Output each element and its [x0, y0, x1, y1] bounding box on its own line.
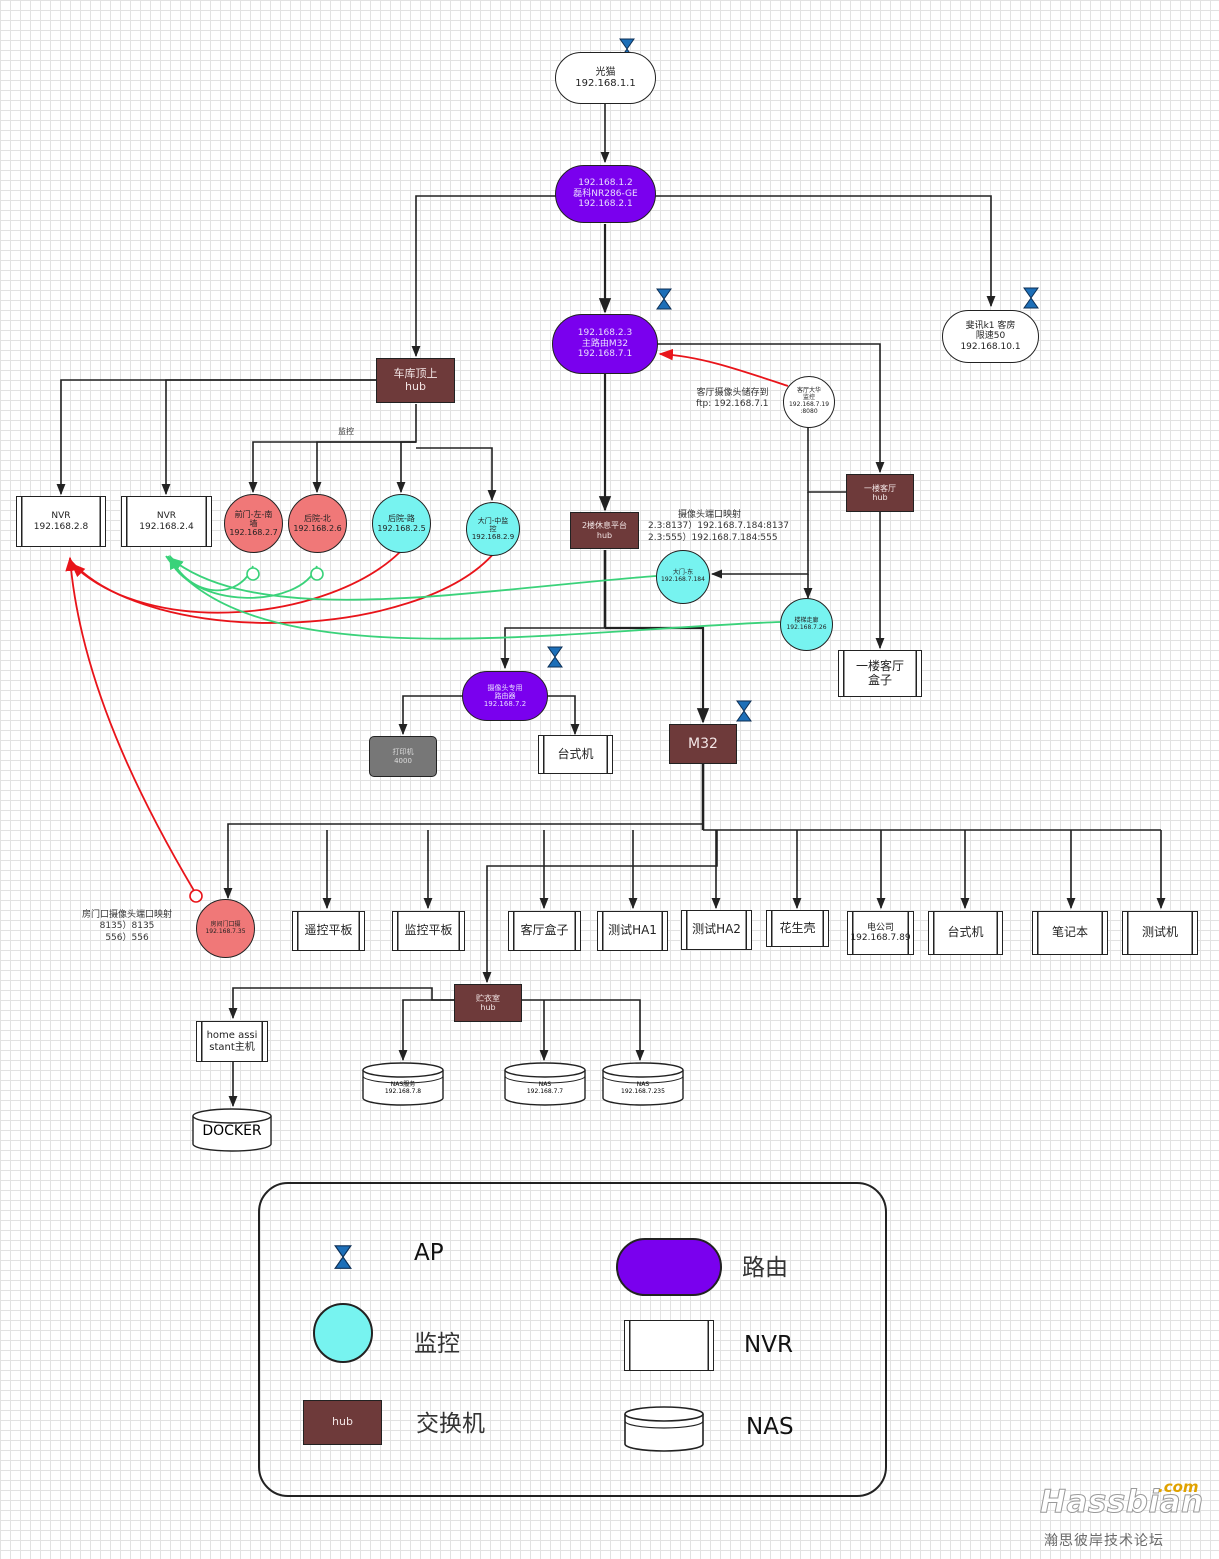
green-connector — [246, 567, 260, 581]
device-node: 一楼客厅盒子 — [838, 650, 922, 697]
legend-nas-label: NAS — [746, 1414, 794, 1440]
garage-note: 监控 — [338, 427, 354, 436]
ap-icon — [656, 288, 672, 310]
nas-node: NAS 192.168.7.235 — [602, 1062, 684, 1106]
device-node: 花生壳 — [766, 910, 829, 947]
device-node: 台式机 — [538, 735, 613, 774]
nas-node: NAS 192.168.7.7 — [504, 1062, 586, 1106]
svg-text:192.168.7.235: 192.168.7.235 — [621, 1088, 665, 1095]
device-node: 监控平板 — [392, 911, 465, 951]
ap-icon — [1023, 287, 1039, 309]
device-node: 台式机 — [928, 911, 1003, 955]
device-node: 遥控平板 — [292, 911, 365, 951]
legend-camera-swatch — [313, 1303, 373, 1363]
ap-icon — [334, 1245, 352, 1269]
ap-icon — [547, 646, 563, 668]
legend-router-swatch — [616, 1238, 722, 1296]
device-node: 测试HA2 — [681, 910, 752, 950]
green-connector — [310, 567, 324, 581]
docker-node: DOCKER — [192, 1108, 272, 1152]
legend-nvr-swatch — [624, 1320, 714, 1371]
svg-text:NAS: NAS — [637, 1081, 650, 1088]
legend-router-label: 路由 — [742, 1255, 788, 1281]
svg-text:192.168.7.8: 192.168.7.8 — [385, 1088, 421, 1095]
svg-text:NAS服务: NAS服务 — [391, 1080, 415, 1088]
device-node: 测试机 — [1122, 911, 1198, 955]
ap-icon — [736, 700, 752, 722]
red-connector — [189, 889, 203, 903]
svg-text:NAS: NAS — [539, 1081, 552, 1088]
legend-switch-label: 交换机 — [416, 1411, 485, 1437]
m32-hub: M32 — [669, 724, 737, 764]
device-node: 客厅盒子 — [508, 911, 581, 951]
legend-hub-swatch: hub — [303, 1400, 382, 1445]
legend — [258, 1182, 887, 1497]
legend-camera-label: 监控 — [414, 1331, 460, 1357]
legend-nas-swatch — [624, 1406, 704, 1452]
device-node: 测试HA1 — [597, 911, 668, 951]
svg-text:DOCKER: DOCKER — [202, 1123, 262, 1139]
site-watermark: Hassbian .com 瀚思彼岸技术论坛 — [1040, 1478, 1204, 1549]
legend-ap-label: AP — [414, 1240, 444, 1266]
svg-text:192.168.7.7: 192.168.7.7 — [527, 1088, 563, 1095]
device-node: 笔记本 — [1032, 911, 1108, 955]
legend-nvr-label: NVR — [744, 1332, 793, 1358]
nas-node: NAS服务 192.168.7.8 — [362, 1062, 444, 1106]
